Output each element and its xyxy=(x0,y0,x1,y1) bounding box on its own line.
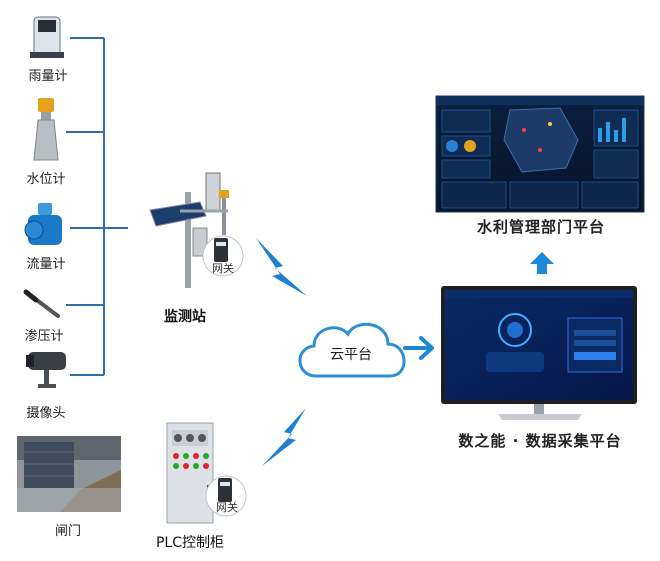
cloud-label: 云平台 xyxy=(330,347,372,363)
water-level-gauge-label: 水位计 xyxy=(26,172,66,187)
piezometer-icon xyxy=(23,289,60,318)
piezometer-label: 渗压计 xyxy=(24,329,64,344)
data-platform-label: 数之能 · 数据采集平台 xyxy=(458,432,622,450)
water-dept-dashboard xyxy=(435,95,645,213)
monitoring-station-icon xyxy=(149,172,229,288)
camera-icon xyxy=(26,352,66,388)
gate-label: 闸门 xyxy=(54,524,82,539)
flow-meter-label: 流量计 xyxy=(26,257,66,272)
cloud-icon xyxy=(298,322,406,378)
plc-cabinet-icon xyxy=(166,422,214,524)
water-level-gauge-icon xyxy=(33,98,59,161)
camera-label: 摄像头 xyxy=(26,406,66,421)
rain-gauge-label: 雨量计 xyxy=(28,69,68,84)
data-platform-monitor xyxy=(441,286,637,420)
plc-gateway-label: 网关 xyxy=(216,501,238,514)
wireless-link-bottom-icon xyxy=(262,408,306,466)
station-gateway-label: 网关 xyxy=(212,262,234,275)
station-gateway-icon xyxy=(202,235,244,277)
gate-photo xyxy=(17,436,121,512)
water-dept-platform-label: 水利管理部门平台 xyxy=(476,218,606,236)
plc-cabinet-label: PLC控制柜 xyxy=(155,535,225,551)
arrow-to-platform-icon xyxy=(403,336,434,360)
rain-gauge-icon xyxy=(30,16,64,58)
sensor-bracket xyxy=(66,37,128,376)
arrow-to-water-dept-icon xyxy=(530,252,554,274)
plc-gateway-icon xyxy=(205,475,247,517)
monitoring-station-label: 监测站 xyxy=(164,309,206,325)
flow-meter-icon xyxy=(24,203,62,245)
wireless-link-top-icon xyxy=(256,238,307,296)
